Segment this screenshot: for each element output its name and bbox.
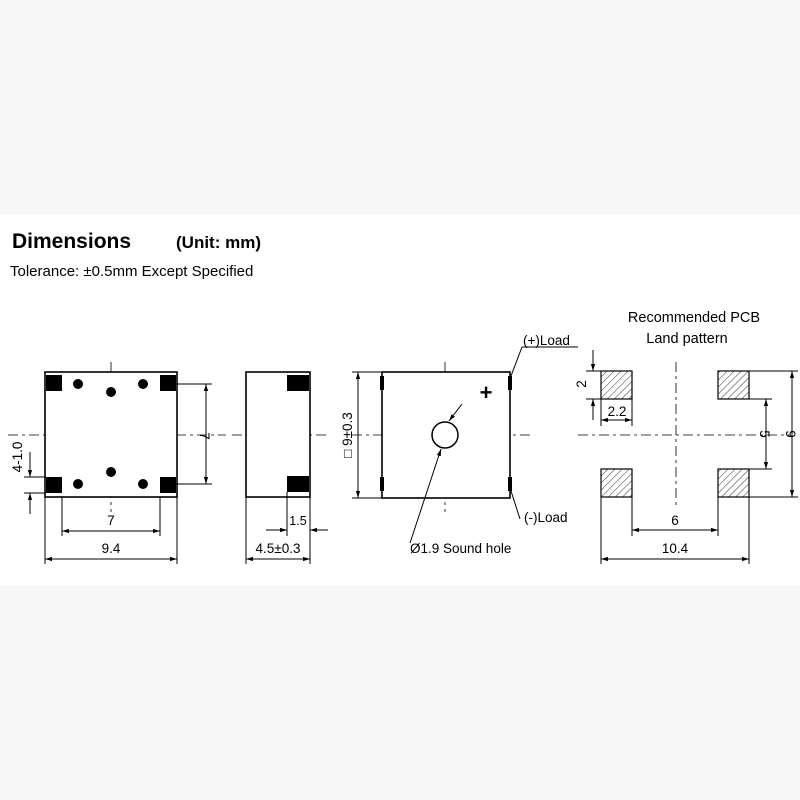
side-terminal-top <box>287 375 309 391</box>
top-terminal-bl <box>380 477 384 491</box>
top-terminal-br <box>508 477 512 491</box>
bottom-terminal-tr <box>160 375 176 391</box>
page-title: Dimensions <box>12 230 132 253</box>
bottom-dot <box>106 467 116 477</box>
pcb-title-line1: Recommended PCB <box>628 310 760 326</box>
top-terminal-tr <box>508 376 512 390</box>
plus-load-label: (+)Load <box>523 333 570 348</box>
bottom-terminal-bl <box>46 477 62 493</box>
bottom-dot <box>138 479 148 489</box>
dim-height: 4.5±0.3 <box>256 541 301 556</box>
pcb-pad-br <box>717 468 750 498</box>
pcb-pad-tr <box>717 370 750 400</box>
dim-terminal-pitch-v: 7 <box>197 432 212 440</box>
top-view: + Ø1.9 Sound hole (+)Load (-)Load □ 9±0.… <box>340 333 578 556</box>
minus-load-label: (-)Load <box>524 510 568 525</box>
dim-pad-width: 2.2 <box>608 404 627 419</box>
tolerance-note: Tolerance: ±0.5mm Except Specified <box>10 263 254 280</box>
dim-inner-horizontal: 6 <box>671 513 679 528</box>
sound-hole <box>431 421 459 449</box>
unit-label: (Unit: mm) <box>176 233 261 252</box>
dim-outer-horizontal: 10.4 <box>662 541 689 556</box>
dim-pad-height: 2 <box>574 380 589 388</box>
side-terminal-bottom <box>287 476 309 492</box>
bottom-dot <box>73 479 83 489</box>
dim-terminal-width: 1.5 <box>289 514 306 528</box>
bottom-view: 7 9.4 7 4-1.0 <box>8 362 226 564</box>
dim-terminal-pitch-h: 7 <box>107 513 115 528</box>
dim-body-size: □ 9±0.3 <box>340 412 355 458</box>
pcb-land-pattern: Recommended PCB Land pattern 2 2.2 5 <box>574 310 798 564</box>
bottom-dot <box>138 379 148 389</box>
bottom-terminal-br <box>160 477 176 493</box>
dim-terminal-size: 4-1.0 <box>10 442 25 473</box>
pcb-pad-bl <box>600 468 633 498</box>
dim-inner-vertical: 5 <box>757 430 772 438</box>
dim-width: 9.4 <box>102 541 121 556</box>
bottom-dot <box>106 387 116 397</box>
side-view: 1.5 4.5±0.3 <box>232 371 328 564</box>
sound-hole-label: Ø1.9 Sound hole <box>410 541 511 556</box>
dim-outer-vertical: 9 <box>783 430 798 438</box>
bottom-terminal-tl <box>46 375 62 391</box>
dimension-drawing: 7 9.4 7 4-1.0 <box>8 310 798 564</box>
plus-polarity-mark: + <box>480 380 493 405</box>
dimension-sheet: Dimensions (Unit: mm) Tolerance: ±0.5mm … <box>0 214 800 586</box>
top-view-body <box>381 371 511 499</box>
pcb-pad-tl <box>600 370 633 400</box>
pcb-title-line2: Land pattern <box>646 331 727 347</box>
top-terminal-tl <box>380 376 384 390</box>
bottom-dot <box>73 379 83 389</box>
